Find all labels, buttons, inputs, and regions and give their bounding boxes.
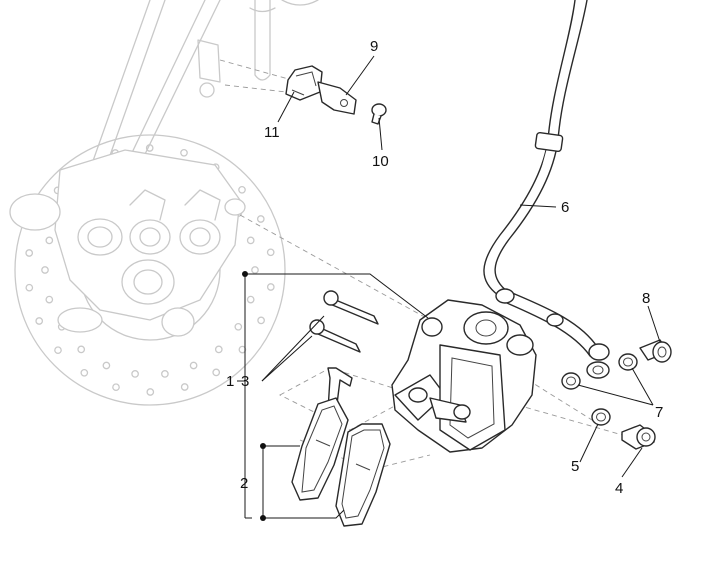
disc-hole (246, 295, 255, 304)
brake-pad-left (291, 397, 349, 501)
disc-hole (257, 316, 265, 325)
disc-hole (238, 185, 246, 194)
brake-pad-right (335, 423, 391, 527)
disc-hole (238, 345, 247, 354)
callout-3: 3 (241, 373, 249, 390)
disc-hole (145, 144, 154, 152)
disc-hole (189, 361, 198, 370)
banjo-bolt-part-8 (639, 339, 672, 363)
disc-hole (77, 345, 86, 354)
brake-hose-part-6 (483, 0, 610, 379)
disc-hole (45, 236, 54, 245)
disc-hole (256, 215, 265, 223)
disc-hole (146, 388, 155, 396)
disc-hole (214, 345, 223, 354)
callout-10: 10 (372, 153, 389, 170)
disc-hole (161, 370, 169, 378)
ghost-mounted-caliper (9, 149, 246, 337)
disc-hole (251, 266, 259, 274)
callout-2: 2 (240, 475, 248, 492)
washer-part-5 (591, 408, 611, 426)
callout-11: 11 (264, 124, 280, 141)
disc-hole (41, 266, 49, 274)
disc-hole (80, 368, 89, 377)
leader-lines (237, 55, 661, 519)
callout-5: 5 (571, 458, 579, 475)
disc-hole (45, 295, 54, 304)
disc-hole (102, 361, 111, 370)
disc-hole (25, 283, 34, 292)
disc-hole (180, 383, 189, 391)
callout-labels: 1 2 3 4 5 6 7 8 9 10 11 (226, 38, 663, 497)
bracket-dots (242, 271, 266, 521)
brake-caliper-body (391, 299, 537, 453)
callout-9: 9 (370, 38, 378, 55)
disc-hole (180, 148, 188, 157)
callout-7: 7 (655, 404, 663, 421)
hose-clamp-bracket-part-9 (317, 81, 357, 115)
disc-hole (35, 317, 44, 325)
callout-6: 6 (561, 199, 569, 216)
disc-hole (266, 248, 275, 257)
disc-hole (131, 370, 139, 378)
hose-clamp-part-11 (285, 65, 323, 101)
washers-part-7 (561, 353, 638, 390)
disc-hole (54, 346, 62, 355)
disc-hole (246, 236, 255, 245)
callout-8: 8 (642, 290, 650, 307)
pins-part-3 (309, 290, 379, 353)
disc-hole (234, 322, 243, 331)
disc-hole (212, 368, 221, 377)
callout-1: 1 (226, 373, 234, 390)
disc-hole (112, 383, 120, 392)
screw-part-10 (371, 103, 387, 125)
disc-hole (25, 249, 34, 257)
callout-4: 4 (615, 480, 623, 497)
bolt-part-4 (621, 424, 656, 450)
disc-hole (266, 283, 275, 291)
